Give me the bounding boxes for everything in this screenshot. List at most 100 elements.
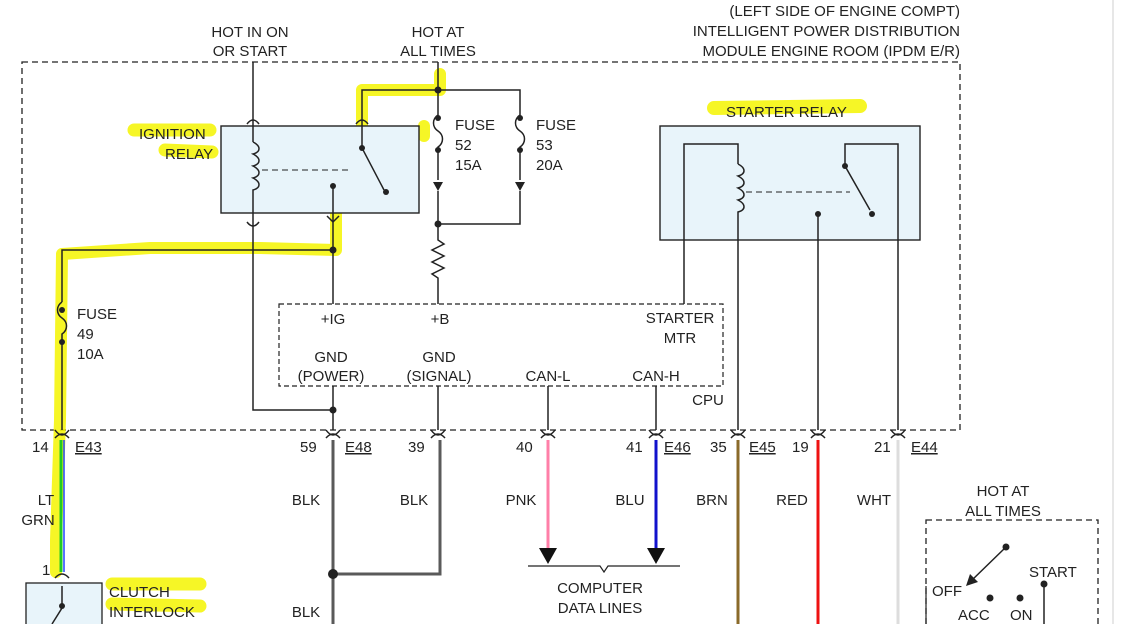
label-gnd-signal-1: GND <box>422 349 456 366</box>
connector-e44: E44 <box>911 439 938 456</box>
label-switch-acc: ACC <box>958 607 990 624</box>
diode-symbols <box>433 182 525 191</box>
label-hot-all-times-1: HOT AT <box>412 24 465 41</box>
fuse49-symbol <box>56 301 68 430</box>
wire-blk-39 <box>333 440 442 576</box>
connector-terminals <box>54 429 906 439</box>
connector-e46: E46 <box>664 439 691 456</box>
label-hot-on-start-1: HOT IN ON <box>211 24 288 41</box>
starter-switch <box>844 143 899 250</box>
label-cpu-b: +B <box>431 311 450 328</box>
relay-contact <box>869 211 875 217</box>
label-gnd-signal-2: (SIGNAL) <box>406 368 471 385</box>
fuse-dot <box>517 147 523 153</box>
label-gnd-power-2: (POWER) <box>298 368 365 385</box>
clutch-terminal <box>54 573 70 579</box>
pin-35: 35 <box>710 439 727 456</box>
fuse-dot <box>59 339 65 345</box>
data-line-arrows <box>539 548 665 564</box>
ignition-switch-box <box>925 519 1099 629</box>
pin-14: 14 <box>32 439 49 456</box>
label-ipdm-3: MODULE ENGINE ROOM (IPDM E/R) <box>702 43 960 60</box>
label-switch-start: START <box>1029 564 1077 581</box>
relay-terminals <box>246 119 369 227</box>
label-hot-on-start-2: OR START <box>213 43 287 60</box>
label-ipdm-1: (LEFT SIDE OF ENGINE COMPT) <box>729 3 960 20</box>
label-fuse53-1: FUSE <box>536 117 576 134</box>
wire-label-blk-bottom: BLK <box>292 604 320 621</box>
label-fuse53-3: 20A <box>536 157 563 174</box>
pin-39: 39 <box>408 439 425 456</box>
pin-41: 41 <box>626 439 643 456</box>
relay-contact <box>359 145 365 151</box>
label-starter-mtr-2: MTR <box>664 330 697 347</box>
label-can-h: CAN-H <box>632 368 680 385</box>
fuse52-symbol <box>432 90 444 180</box>
label-switch-hot-2: ALL TIMES <box>965 503 1041 520</box>
ignition-relay-box <box>220 125 420 214</box>
label-fuse52-1: FUSE <box>455 117 495 134</box>
label-switch-off: OFF <box>932 583 962 600</box>
relay-contact <box>383 189 389 195</box>
pin-40: 40 <box>516 439 533 456</box>
wire-label-grn: GRN <box>21 512 54 529</box>
label-clutch-2: INTERLOCK <box>109 604 195 621</box>
ignition-switch-arrow <box>966 574 978 586</box>
label-starter-mtr-1: STARTER <box>646 310 715 327</box>
cpu-box <box>278 303 724 387</box>
wire-diode-join <box>437 191 521 225</box>
relay-coil <box>250 141 260 220</box>
label-cpu: CPU <box>692 392 724 409</box>
wire-gnd-return <box>252 220 333 411</box>
wire-to-fuse49 <box>61 249 333 302</box>
connector-e45: E45 <box>749 439 776 456</box>
junction-dot <box>329 406 337 414</box>
label-fuse53-2: 53 <box>536 137 553 154</box>
wire-label-blk-59: BLK <box>292 492 320 509</box>
data-lines-brace <box>528 565 680 574</box>
label-switch-hot-1: HOT AT <box>977 483 1030 500</box>
connector-e43: E43 <box>75 439 102 456</box>
pin-59: 59 <box>300 439 317 456</box>
pin-19: 19 <box>792 439 809 456</box>
ignition-switch-blade <box>969 546 1007 583</box>
label-clutch-1: CLUTCH <box>109 584 170 601</box>
relay-contact <box>330 183 336 189</box>
highlight-clutch-label <box>105 577 207 613</box>
label-fuse49-2: 49 <box>77 326 94 343</box>
fuse-dot <box>517 115 523 121</box>
label-ipdm-2: INTELLIGENT POWER DISTRIBUTION <box>693 23 960 40</box>
starter-relay-box <box>659 125 921 241</box>
fuse-dot <box>435 115 441 121</box>
pin-21: 21 <box>874 439 891 456</box>
relay-contact <box>842 163 848 169</box>
wire-label-pnk: PNK <box>506 492 537 509</box>
fuse-dot <box>435 147 441 153</box>
highlight-ignition-label <box>127 123 219 159</box>
wire-label-lt: LT <box>38 492 54 509</box>
wire-label-blu: BLU <box>615 492 644 509</box>
label-ignition-relay-1: IGNITION <box>139 126 206 143</box>
starter-coil <box>735 163 745 250</box>
label-switch-on: ON <box>1010 607 1033 624</box>
switch-contact-on <box>1016 594 1024 602</box>
connector-e48: E48 <box>345 439 372 456</box>
label-fuse49-3: 10A <box>77 346 104 363</box>
fuse-dot <box>59 307 65 313</box>
switch-pivot <box>1002 543 1010 551</box>
label-can-l: CAN-L <box>525 368 570 385</box>
pin-1: 1 <box>42 562 50 579</box>
wire-label-red: RED <box>776 492 808 509</box>
label-starter-relay: STARTER RELAY <box>726 104 847 121</box>
label-fuse49-1: FUSE <box>77 306 117 323</box>
resistor-symbol <box>430 224 446 304</box>
wire-label-brn: BRN <box>696 492 728 509</box>
wire-label-blk-39: BLK <box>400 492 428 509</box>
highlight-hot-feed <box>356 68 446 132</box>
starter-coil-feed <box>683 143 739 250</box>
label-fuse52-3: 15A <box>455 157 482 174</box>
label-cpu-ig: +IG <box>321 311 346 328</box>
switch-contact-acc <box>986 594 994 602</box>
